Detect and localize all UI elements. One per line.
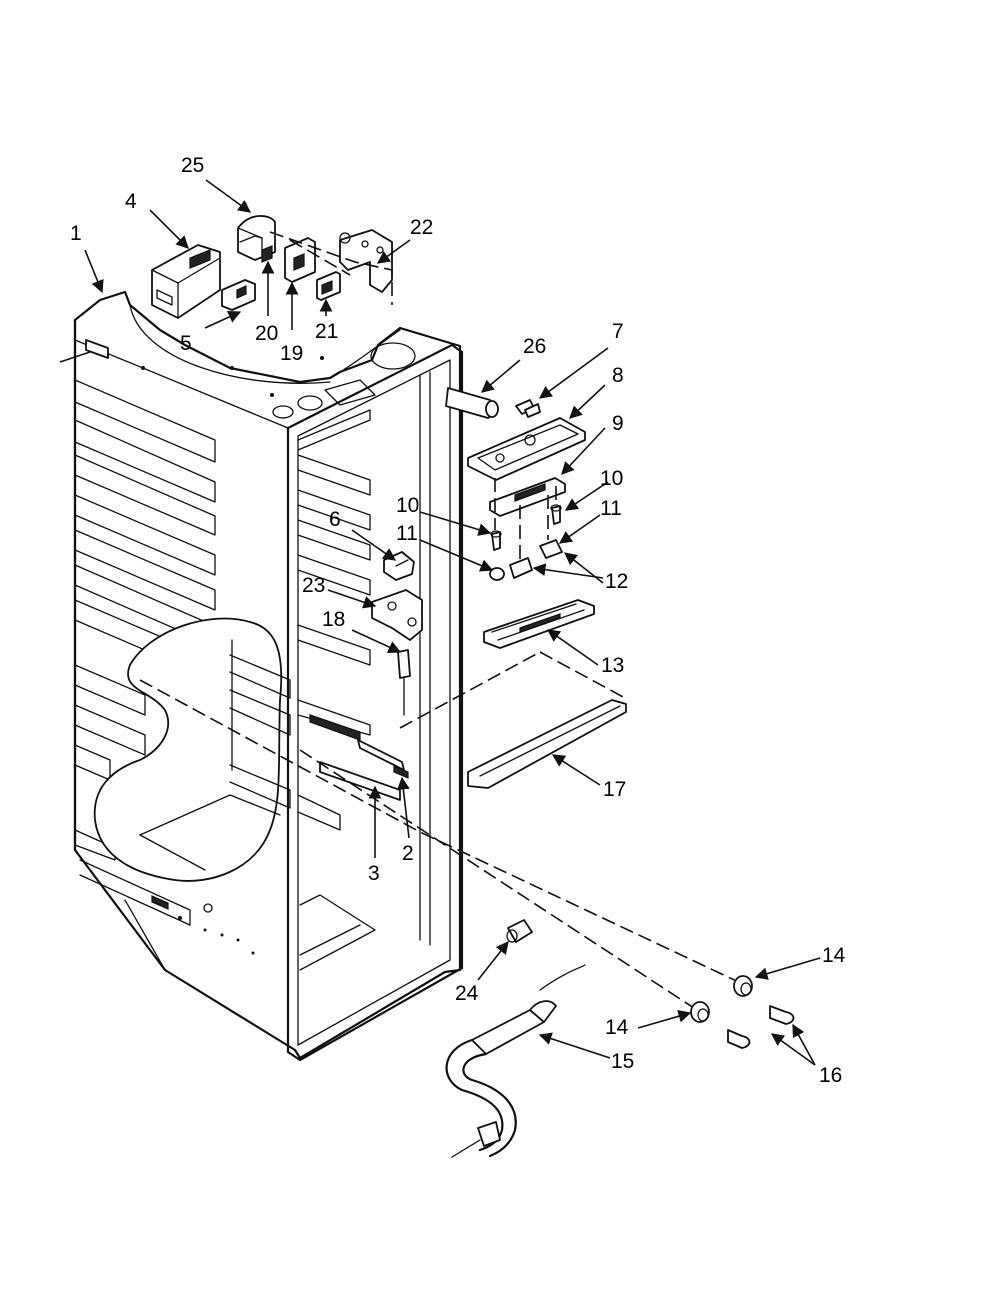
callout-8: 8 [612, 364, 624, 387]
callout-26: 26 [523, 335, 546, 358]
clip-part [515, 399, 541, 418]
callout-1: 1 [70, 222, 82, 245]
callout-6: 6 [329, 508, 341, 531]
callout-10a: 10 [396, 494, 419, 517]
callout-14a: 14 [822, 944, 846, 967]
leader-lines [59, 179, 821, 1066]
assembly-line-top [269, 231, 393, 305]
callout-18: 18 [322, 608, 345, 631]
callout-19: 19 [280, 342, 303, 365]
callout-20: 20 [255, 322, 278, 345]
connector-part [506, 919, 533, 943]
callout-3: 3 [368, 862, 380, 885]
thermistor-part [261, 245, 273, 263]
callout-4: 4 [125, 190, 137, 213]
control-housing [151, 244, 221, 319]
callout-16: 16 [819, 1064, 842, 1087]
callout-11a: 11 [396, 522, 418, 545]
light-socket-bracket [489, 477, 566, 517]
light-bulb-tube [445, 387, 499, 419]
crisper-cover [467, 699, 627, 789]
shelf-glide [319, 739, 409, 801]
callout-10b: 10 [600, 467, 623, 490]
callout-15: 15 [611, 1050, 634, 1073]
callout-7: 7 [612, 320, 624, 343]
callout-9: 9 [612, 412, 624, 435]
cabinet-liner [73, 290, 464, 1062]
callout-14b: 14 [605, 1016, 629, 1039]
callout-5: 5 [180, 332, 192, 355]
assembly-line-top-2 [289, 239, 351, 276]
callout-23: 23 [302, 574, 325, 597]
assembly-line-hardware [139, 679, 746, 986]
water-tube [445, 964, 586, 1158]
callout-22: 22 [410, 216, 433, 239]
wire-harness [397, 649, 411, 716]
control-bracket [284, 237, 316, 283]
fastener-hardware [690, 975, 795, 1049]
assembly-line-drain [299, 749, 701, 1013]
assembly-line-crisper [399, 651, 626, 729]
callout-24: 24 [455, 982, 479, 1005]
callout-11b: 11 [600, 497, 622, 520]
bracket-assembly [339, 229, 393, 293]
screws-and-sockets [489, 504, 563, 581]
callout-21: 21 [315, 320, 338, 343]
assembly-line-light [494, 478, 557, 560]
damper-part [221, 279, 256, 311]
callout-25: 25 [181, 154, 204, 177]
callout-13: 13 [601, 654, 624, 677]
control-board [316, 271, 341, 301]
callout-labels: 1 2 3 4 5 6 7 8 9 10 10 11 11 12 13 14 1… [70, 154, 846, 1087]
callout-2: 2 [402, 842, 414, 865]
callout-17: 17 [603, 778, 626, 801]
light-cover [467, 417, 586, 481]
shelf-bracket [371, 589, 423, 641]
callout-12: 12 [605, 570, 628, 593]
light-lens [483, 599, 595, 649]
